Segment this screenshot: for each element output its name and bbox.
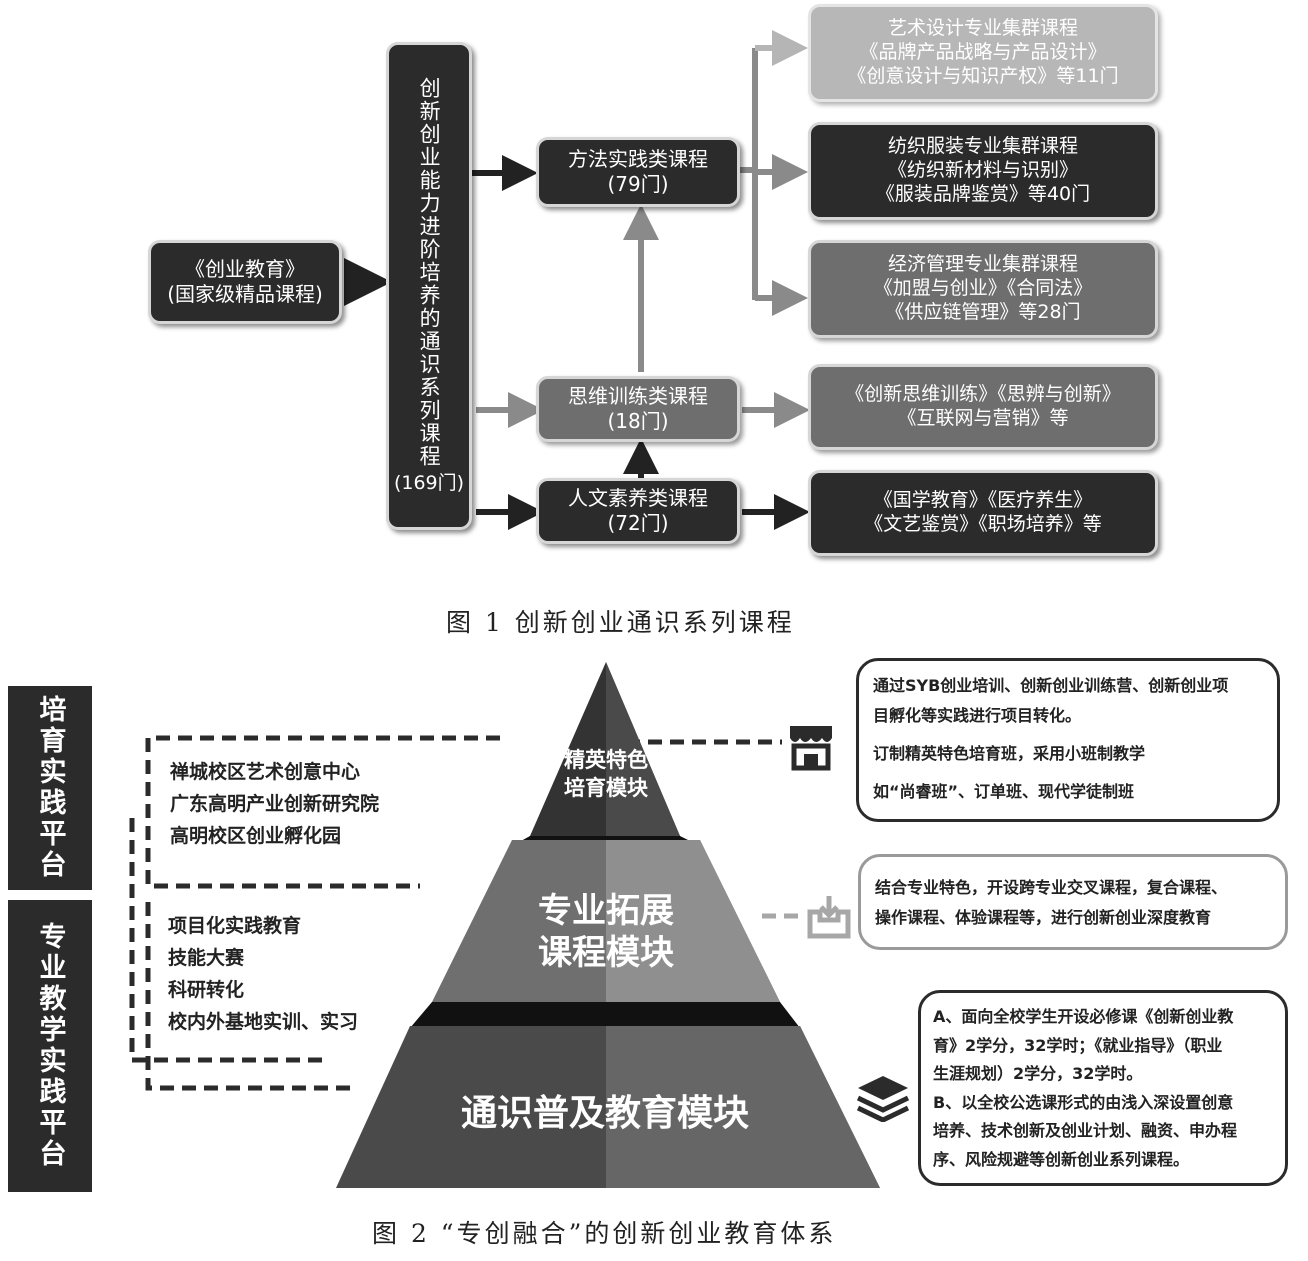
platform-top-list: 禅城校区艺术创意中心 广东高明产业创新研究院 高明校区创业孵化园 (170, 756, 379, 852)
art-line3: 《创意设计与知识产权》等11门 (847, 64, 1119, 87)
pyramid-top-label: 精英特色 培育模块 (540, 746, 672, 802)
central-series-label: 创新创业能力进阶培养的通识系列课程 (417, 76, 442, 468)
art-line1: 艺术设计专业集群课程 (887, 17, 1078, 40)
thinking-examples-line2: 《互联网与营销》等 (897, 407, 1069, 429)
textile-line3: 《服装品牌鉴赏》等40门 (875, 182, 1091, 205)
method-line2: (79门) (607, 172, 669, 196)
note-line: 目孵化等实践进行项目转化。 (873, 706, 1082, 725)
dashed-connectors (129, 735, 800, 1091)
note-line: A、面向全校学生开设必修课《创新创业教 (933, 1007, 1234, 1026)
list-item: 项目化实践教育 (168, 915, 302, 937)
art-cluster-box: 艺术设计专业集群课程 《品牌产品战略与产品设计》 《创意设计与知识产权》等11门 (808, 4, 1158, 102)
note-line: B、以全校公选课形式的由浅入深设置创意 (933, 1092, 1234, 1112)
note-line: 育》2学分，32学时；《就业指导》（职业 (933, 1035, 1223, 1055)
source-course-box: 《创业教育》 (国家级精品课程) (148, 240, 342, 324)
pyramid-mid-line1: 专业拓展 (538, 891, 674, 931)
econ-line1: 经济管理专业集群课程 (887, 253, 1078, 276)
econ-line3: 《供应链管理》等28门 (885, 300, 1081, 323)
thinking-examples-line1: 《创新思维训练》《思辨与创新》 (845, 383, 1121, 406)
art-line2: 《品牌产品战略与产品设计》 (859, 41, 1107, 64)
note-line: 订制精英特色培育班，采用小班制教学 (873, 744, 1146, 763)
econ-line2: 《加盟与创业》《合同法》 (873, 277, 1093, 300)
note-line: 培养、技术创新及创业计划、融资、申办程 (933, 1121, 1238, 1140)
pyramid (336, 662, 880, 1188)
note-line: 结合专业特色，开设跨专业交叉课程，复合课程、 (875, 878, 1228, 897)
list-item: 校内外基地实训、实习 (168, 1011, 359, 1033)
platform-bottom-label: 专业教学实践平台 (8, 900, 92, 1192)
list-item: 高明校区创业孵化园 (170, 825, 342, 847)
note-general: A、面向全校学生开设必修课《创新创业教 育》2学分，32学时；《就业指导》（职业… (918, 990, 1288, 1186)
humanities-examples-box: 《国学教育》《医疗养生》 《文艺鉴赏》《职场培养》等 (808, 470, 1158, 556)
figure-1-caption: 图 1 创新创业通识系列课程 (446, 608, 795, 637)
pyramid-mid-label: 专业拓展 课程模块 (486, 890, 726, 974)
list-item: 广东高明产业创新研究院 (170, 793, 380, 815)
thinking-line1: 思维训练类课程 (568, 384, 708, 408)
inbox-download-icon (807, 896, 851, 939)
thinking-course-box: 思维训练类课程 (18门) (536, 376, 740, 442)
pyramid-top-line2: 培育模块 (564, 776, 648, 800)
method-course-box: 方法实践类课程 (79门) (536, 137, 740, 207)
econ-cluster-box: 经济管理专业集群课程 《加盟与创业》《合同法》 《供应链管理》等28门 (808, 240, 1158, 338)
textile-line1: 纺织服装专业集群课程 (887, 135, 1078, 158)
note-professional: 结合专业特色，开设跨专业交叉课程，复合课程、 操作课程、体验课程等，进行创新创业… (858, 854, 1288, 950)
thinking-line2: (18门) (607, 409, 669, 433)
central-series-box: 创新创业能力进阶培养的通识系列课程 (169门) (386, 42, 472, 530)
platform-top-label: 培育实践平台 (8, 686, 92, 890)
pyramid-mid-line2: 课程模块 (538, 933, 674, 973)
list-item: 禅城校区艺术创意中心 (170, 761, 361, 783)
note-line: 序、风险规避等创新创业系列课程。 (933, 1149, 1190, 1169)
humanities-examples-line1: 《国学教育》《医疗养生》 (873, 489, 1093, 512)
note-line: 通过SYB创业培训、创新创业训练营、创新创业项 (873, 676, 1229, 695)
figure-2-caption: 图 2 “专创融合”的创新创业教育体系 (372, 1219, 837, 1248)
source-line1: 《创业教育》 (185, 257, 305, 281)
humanities-examples-line2: 《文艺鉴赏》《职场培养》等 (864, 513, 1102, 535)
note-line: 生涯规划）2学分，32学时。 (933, 1064, 1143, 1083)
humanities-line1: 人文素养类课程 (568, 486, 708, 510)
central-series-count: (169门) (393, 471, 465, 494)
list-item: 技能大赛 (168, 947, 245, 969)
layers-icon (856, 1076, 910, 1122)
platform-bottom-list: 项目化实践教育 技能大赛 科研转化 校内外基地实训、实习 (168, 910, 358, 1038)
pyramid-gap-mid (410, 1002, 800, 1028)
pyramid-bottom-label: 通识普及教育模块 (460, 1093, 749, 1134)
flow-arrows (344, 30, 810, 530)
note-line: 如“尚睿班”、订单班、现代学徒制班 (873, 782, 1135, 801)
thinking-examples-box: 《创新思维训练》《思辨与创新》 《互联网与营销》等 (808, 364, 1158, 450)
list-item: 科研转化 (168, 979, 245, 1001)
source-line2: (国家级精品课程) (167, 282, 323, 306)
note-elite: 通过SYB创业培训、创新创业训练营、创新创业项 目孵化等实践进行项目转化。 订制… (856, 658, 1280, 822)
note-line: 操作课程、体验课程等，进行创新创业深度教育 (875, 908, 1212, 927)
humanities-line2: (72门) (607, 511, 669, 535)
shop-icon (790, 726, 832, 771)
humanities-course-box: 人文素养类课程 (72门) (536, 478, 740, 544)
textile-cluster-box: 纺织服装专业集群课程 《纺织新材料与识别》 《服装品牌鉴赏》等40门 (808, 122, 1158, 220)
pyramid-top-line1: 精英特色 (564, 748, 648, 772)
method-line1: 方法实践类课程 (568, 147, 708, 171)
textile-line2: 《纺织新材料与识别》 (887, 159, 1078, 182)
